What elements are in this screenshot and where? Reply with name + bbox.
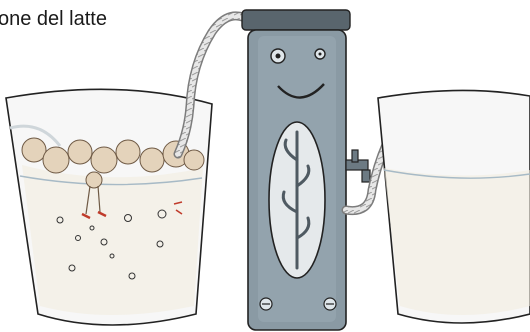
frother-machine [242,10,370,330]
dial-icon [315,49,325,59]
right-glass [378,90,530,323]
left-glass [6,89,212,325]
hose-icon [178,16,252,154]
tap-icon [346,150,370,182]
gear-icon [271,49,285,63]
